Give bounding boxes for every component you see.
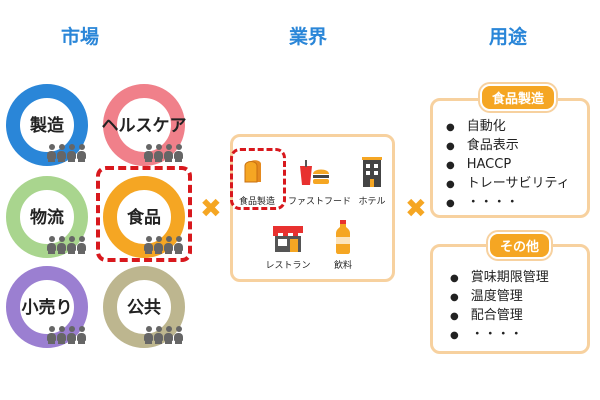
- list-item: HACCP: [446, 155, 570, 174]
- manufacturing-label: 製造: [30, 116, 64, 136]
- usage-badge-food-manufacturing: 食品製造: [480, 84, 557, 111]
- industry-label-food-manufacturing: 食品製造: [238, 197, 275, 207]
- fastfood-icon: [298, 160, 332, 186]
- industry-label-hotel: ホテル: [358, 197, 386, 207]
- people-icon: [47, 236, 86, 254]
- list-item: トレーサビリティ: [446, 174, 570, 193]
- retail-label: 小売り: [21, 298, 73, 318]
- list-item: 自動化: [446, 117, 570, 136]
- restaurant-icon: [272, 224, 304, 252]
- beverage-bottle-icon: [335, 220, 351, 254]
- people-icon: [47, 326, 86, 344]
- list-item: ・・・・: [450, 325, 549, 344]
- cross-icon: ✖: [405, 194, 427, 224]
- logistics-label: 物流: [30, 208, 64, 228]
- industry-heading: 業界: [288, 26, 327, 48]
- food-manufacturing-highlight: [230, 148, 286, 210]
- people-icon: [144, 144, 183, 162]
- list-item: 賞味期限管理: [450, 268, 549, 287]
- list-item: 配合管理: [450, 306, 549, 325]
- people-icon: [47, 144, 86, 162]
- usage-heading: 用途: [488, 26, 527, 48]
- healthcare-label: ヘルスケア: [101, 116, 187, 136]
- industry-label-fast-food: ファストフード: [288, 197, 352, 207]
- people-icon: [144, 236, 183, 254]
- people-icon: [144, 326, 183, 344]
- hotel-icon: [362, 157, 382, 187]
- list-item: 温度管理: [450, 287, 549, 306]
- food-label: 食品: [127, 208, 161, 228]
- public-label: 公共: [127, 298, 161, 318]
- list-item: 食品表示: [446, 136, 570, 155]
- usage-list-food-manufacturing: 自動化 食品表示 HACCP トレーサビリティ ・・・・: [446, 117, 570, 212]
- bread-icon: [242, 158, 270, 184]
- list-item: ・・・・: [446, 193, 570, 212]
- cross-icon: ✖: [200, 194, 222, 224]
- industry-label-beverage: 飲料: [333, 261, 352, 271]
- food-market-highlight: [96, 166, 192, 262]
- market-heading: 市場: [60, 26, 99, 48]
- industry-label-restaurant: レストラン: [265, 261, 311, 271]
- usage-badge-other: その他: [488, 232, 552, 259]
- usage-list-other: 賞味期限管理 温度管理 配合管理 ・・・・: [450, 268, 549, 344]
